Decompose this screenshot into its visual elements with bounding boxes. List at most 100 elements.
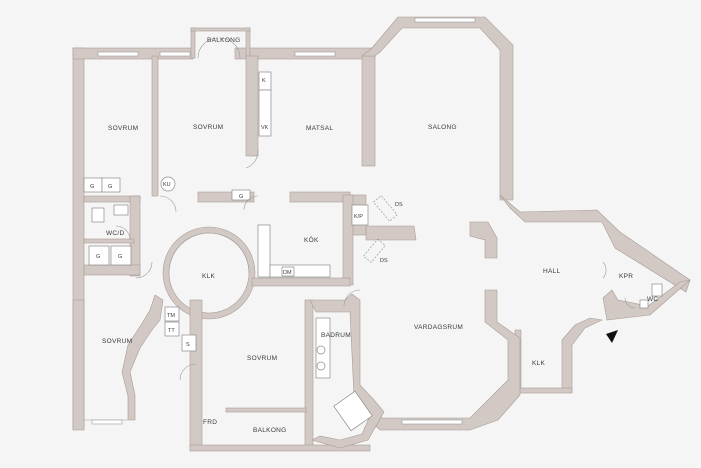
wall-kitchen-top-r xyxy=(289,191,351,203)
door-wcd xyxy=(115,225,131,241)
label-s: S xyxy=(186,342,190,348)
door-wc xyxy=(624,297,636,309)
wall-hall-pillar xyxy=(469,221,498,259)
wall-lower-sovrum-left xyxy=(189,299,203,451)
door-hall-kpr xyxy=(602,261,607,279)
label-wcd: WC/D xyxy=(106,230,125,237)
label-klk-round: KLK xyxy=(202,273,216,280)
window-1 xyxy=(97,51,139,57)
doors xyxy=(115,37,636,381)
wall-lower-bottom xyxy=(189,444,371,452)
wall-salong xyxy=(361,16,514,201)
label-hall: HALL xyxy=(543,268,561,275)
wall-mid-arrow xyxy=(365,225,417,241)
label-kpr: KPR xyxy=(619,273,633,280)
label-sovrum-lower: SOVRUM xyxy=(247,355,277,362)
toilet-wcd xyxy=(91,207,105,223)
label-sovrum-lower-left: SOVRUM xyxy=(102,338,132,345)
cabinet-kp xyxy=(351,204,369,226)
door-sovrum-left xyxy=(135,261,153,279)
label-kp: K/P xyxy=(354,214,363,220)
door-matsal xyxy=(245,149,259,169)
label-sovrum-mid: SOVRUM xyxy=(193,124,223,131)
window-3 xyxy=(294,51,336,57)
door-sovrum-lower xyxy=(179,363,197,381)
windows xyxy=(91,17,476,425)
door-sovrum-mid xyxy=(159,195,177,213)
label-kok: KÖK xyxy=(304,236,319,244)
kitchen-counter xyxy=(257,224,271,278)
fixtures: G G KU G G G K VK K/P DS DS DM xyxy=(83,71,663,432)
label-g3: G xyxy=(239,194,243,200)
label-klk-small: KLK xyxy=(532,360,546,367)
label-tm: TM xyxy=(167,313,175,319)
label-dm: DM xyxy=(283,270,292,276)
storage-s xyxy=(181,334,197,352)
label-balkong-top: BALKONG xyxy=(207,37,241,44)
wall-balcony-top-t xyxy=(190,27,251,32)
wall-hall-low xyxy=(561,317,603,393)
label-badrum: BADRUM xyxy=(321,332,351,339)
label-vardagsrum: VARDAGSRUM xyxy=(414,324,463,331)
kitchen-counter-bottom xyxy=(269,264,331,278)
window-5 xyxy=(401,419,463,425)
wall-hall-kpr xyxy=(602,279,692,321)
door-balcony-top xyxy=(197,37,219,59)
label-balkong-bottom: BALKONG xyxy=(253,427,287,434)
label-g2: G xyxy=(108,184,112,190)
wall-lower-sovrum-right xyxy=(304,299,314,451)
label-salong: SALONG xyxy=(428,124,457,131)
walls xyxy=(72,16,692,452)
wardrobe-g2 xyxy=(101,177,121,193)
door-badrum xyxy=(343,289,361,307)
wall-wcd-mid xyxy=(83,238,135,244)
label-tt: TT xyxy=(168,328,175,334)
window-6 xyxy=(91,419,123,425)
label-sovrum-left: SOVRUM xyxy=(108,125,138,132)
wardrobe-ds2 xyxy=(363,238,386,263)
sink-badrum-2 xyxy=(316,361,326,371)
stove-ku xyxy=(160,176,176,192)
wall-matsal-right xyxy=(361,55,376,167)
label-vk: VK xyxy=(261,125,269,131)
entrance-marker xyxy=(606,330,618,343)
wall-part-2 xyxy=(245,55,259,157)
wall-balcony-bottom xyxy=(225,407,307,413)
cabinet-vk xyxy=(258,89,272,137)
sink-wc xyxy=(639,299,649,309)
dishwasher-dm xyxy=(281,266,295,277)
wardrobe-g3 xyxy=(231,189,251,201)
wall-kitchen-bottom xyxy=(251,277,351,287)
toilet-wc xyxy=(651,283,663,297)
wall-part-1 xyxy=(151,55,159,197)
badrum-shower xyxy=(333,390,373,432)
wall-klk-small-b xyxy=(514,387,573,394)
door-kok xyxy=(243,195,259,211)
washer-tm xyxy=(164,306,180,322)
room-labels: BALKONG SOVRUM SOVRUM MATSAL SALONG WC/D… xyxy=(102,37,658,434)
dryer-tt xyxy=(164,321,180,337)
wall-kitchen-top xyxy=(197,191,255,203)
wall-balcony-top-l xyxy=(190,27,196,59)
wardrobe-g4 xyxy=(88,245,110,266)
wardrobe-g5 xyxy=(110,245,132,266)
sink-wcd xyxy=(113,204,129,216)
window-4 xyxy=(414,17,476,23)
label-g5: G xyxy=(118,254,122,260)
sink-badrum-1 xyxy=(316,345,326,355)
wall-kitchen-right xyxy=(342,194,354,286)
label-ds2: DS xyxy=(380,258,388,264)
label-g1: G xyxy=(90,184,94,190)
label-wc: WC xyxy=(647,296,658,303)
wall-hall xyxy=(499,194,691,293)
label-frd: FRD xyxy=(203,419,217,426)
wardrobe-ds1 xyxy=(373,195,398,222)
label-matsal: MATSAL xyxy=(306,125,333,132)
label-g4: G xyxy=(96,254,100,260)
label-ku: KU xyxy=(163,182,171,188)
door-balcony-top-2 xyxy=(219,37,241,59)
wall-lower-left xyxy=(72,294,164,431)
wall-balcony-top-r xyxy=(245,27,251,59)
label-ds1: DS xyxy=(395,202,403,208)
